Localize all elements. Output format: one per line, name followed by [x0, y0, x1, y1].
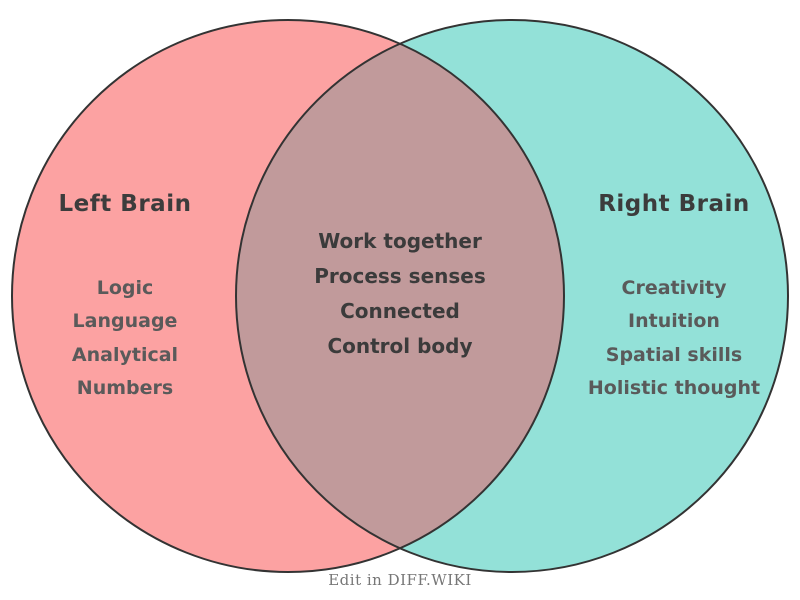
left-brain-outline [11, 19, 565, 573]
overlap-item: Control body [327, 334, 472, 358]
overlap-lens [235, 43, 565, 549]
right-brain-title: Right Brain [598, 191, 750, 217]
overlap-item: Process senses [314, 264, 486, 288]
left-brain-item: Logic [97, 277, 154, 299]
left-brain-item: Language [73, 310, 178, 332]
right-brain-item: Creativity [622, 277, 728, 299]
left-brain-item: Analytical [72, 344, 178, 366]
right-brain-item: Intuition [628, 310, 720, 332]
left-brain-title: Left Brain [59, 191, 192, 217]
right-brain-outline [235, 19, 789, 573]
left-brain-item: Numbers [77, 377, 173, 399]
right-brain-item: Spatial skills [606, 344, 742, 366]
edit-in-diffwiki-link[interactable]: Edit in DIFF.WIKI [328, 571, 472, 589]
overlap-item: Connected [340, 299, 460, 323]
overlap-item: Work together [318, 229, 482, 253]
right-brain-item: Holistic thought [588, 377, 760, 399]
